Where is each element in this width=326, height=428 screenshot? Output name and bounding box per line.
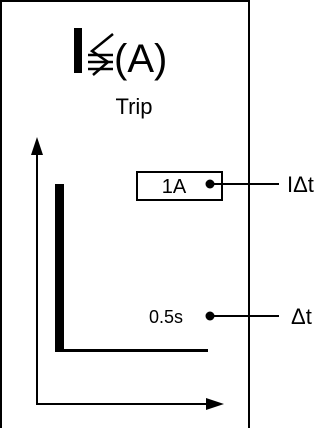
title-unit: (A) [114,37,167,81]
trip-curve [55,184,208,352]
trip-curve-vertical [55,184,64,352]
time-setting-field: 0.5s [149,307,215,327]
panel-title: (A) [74,28,167,81]
axes [31,137,224,410]
current-setting-value: 1A [162,176,187,198]
time-setting-value: 0.5s [149,307,183,327]
panel-frame [0,0,250,428]
leader-lines [210,183,279,317]
y-axis-arrow-icon [31,137,43,155]
subtitle-trip: Trip [115,94,152,119]
current-setting-field: 1A [136,171,223,201]
x-axis-arrow-icon [206,398,224,410]
current-parameter-label: IΔt [287,172,314,197]
trip-curve-horizontal [55,349,208,352]
time-parameter-label: Δt [291,304,312,329]
current-bar-icon [74,28,82,73]
residual-current-leakage-icon [88,33,114,76]
